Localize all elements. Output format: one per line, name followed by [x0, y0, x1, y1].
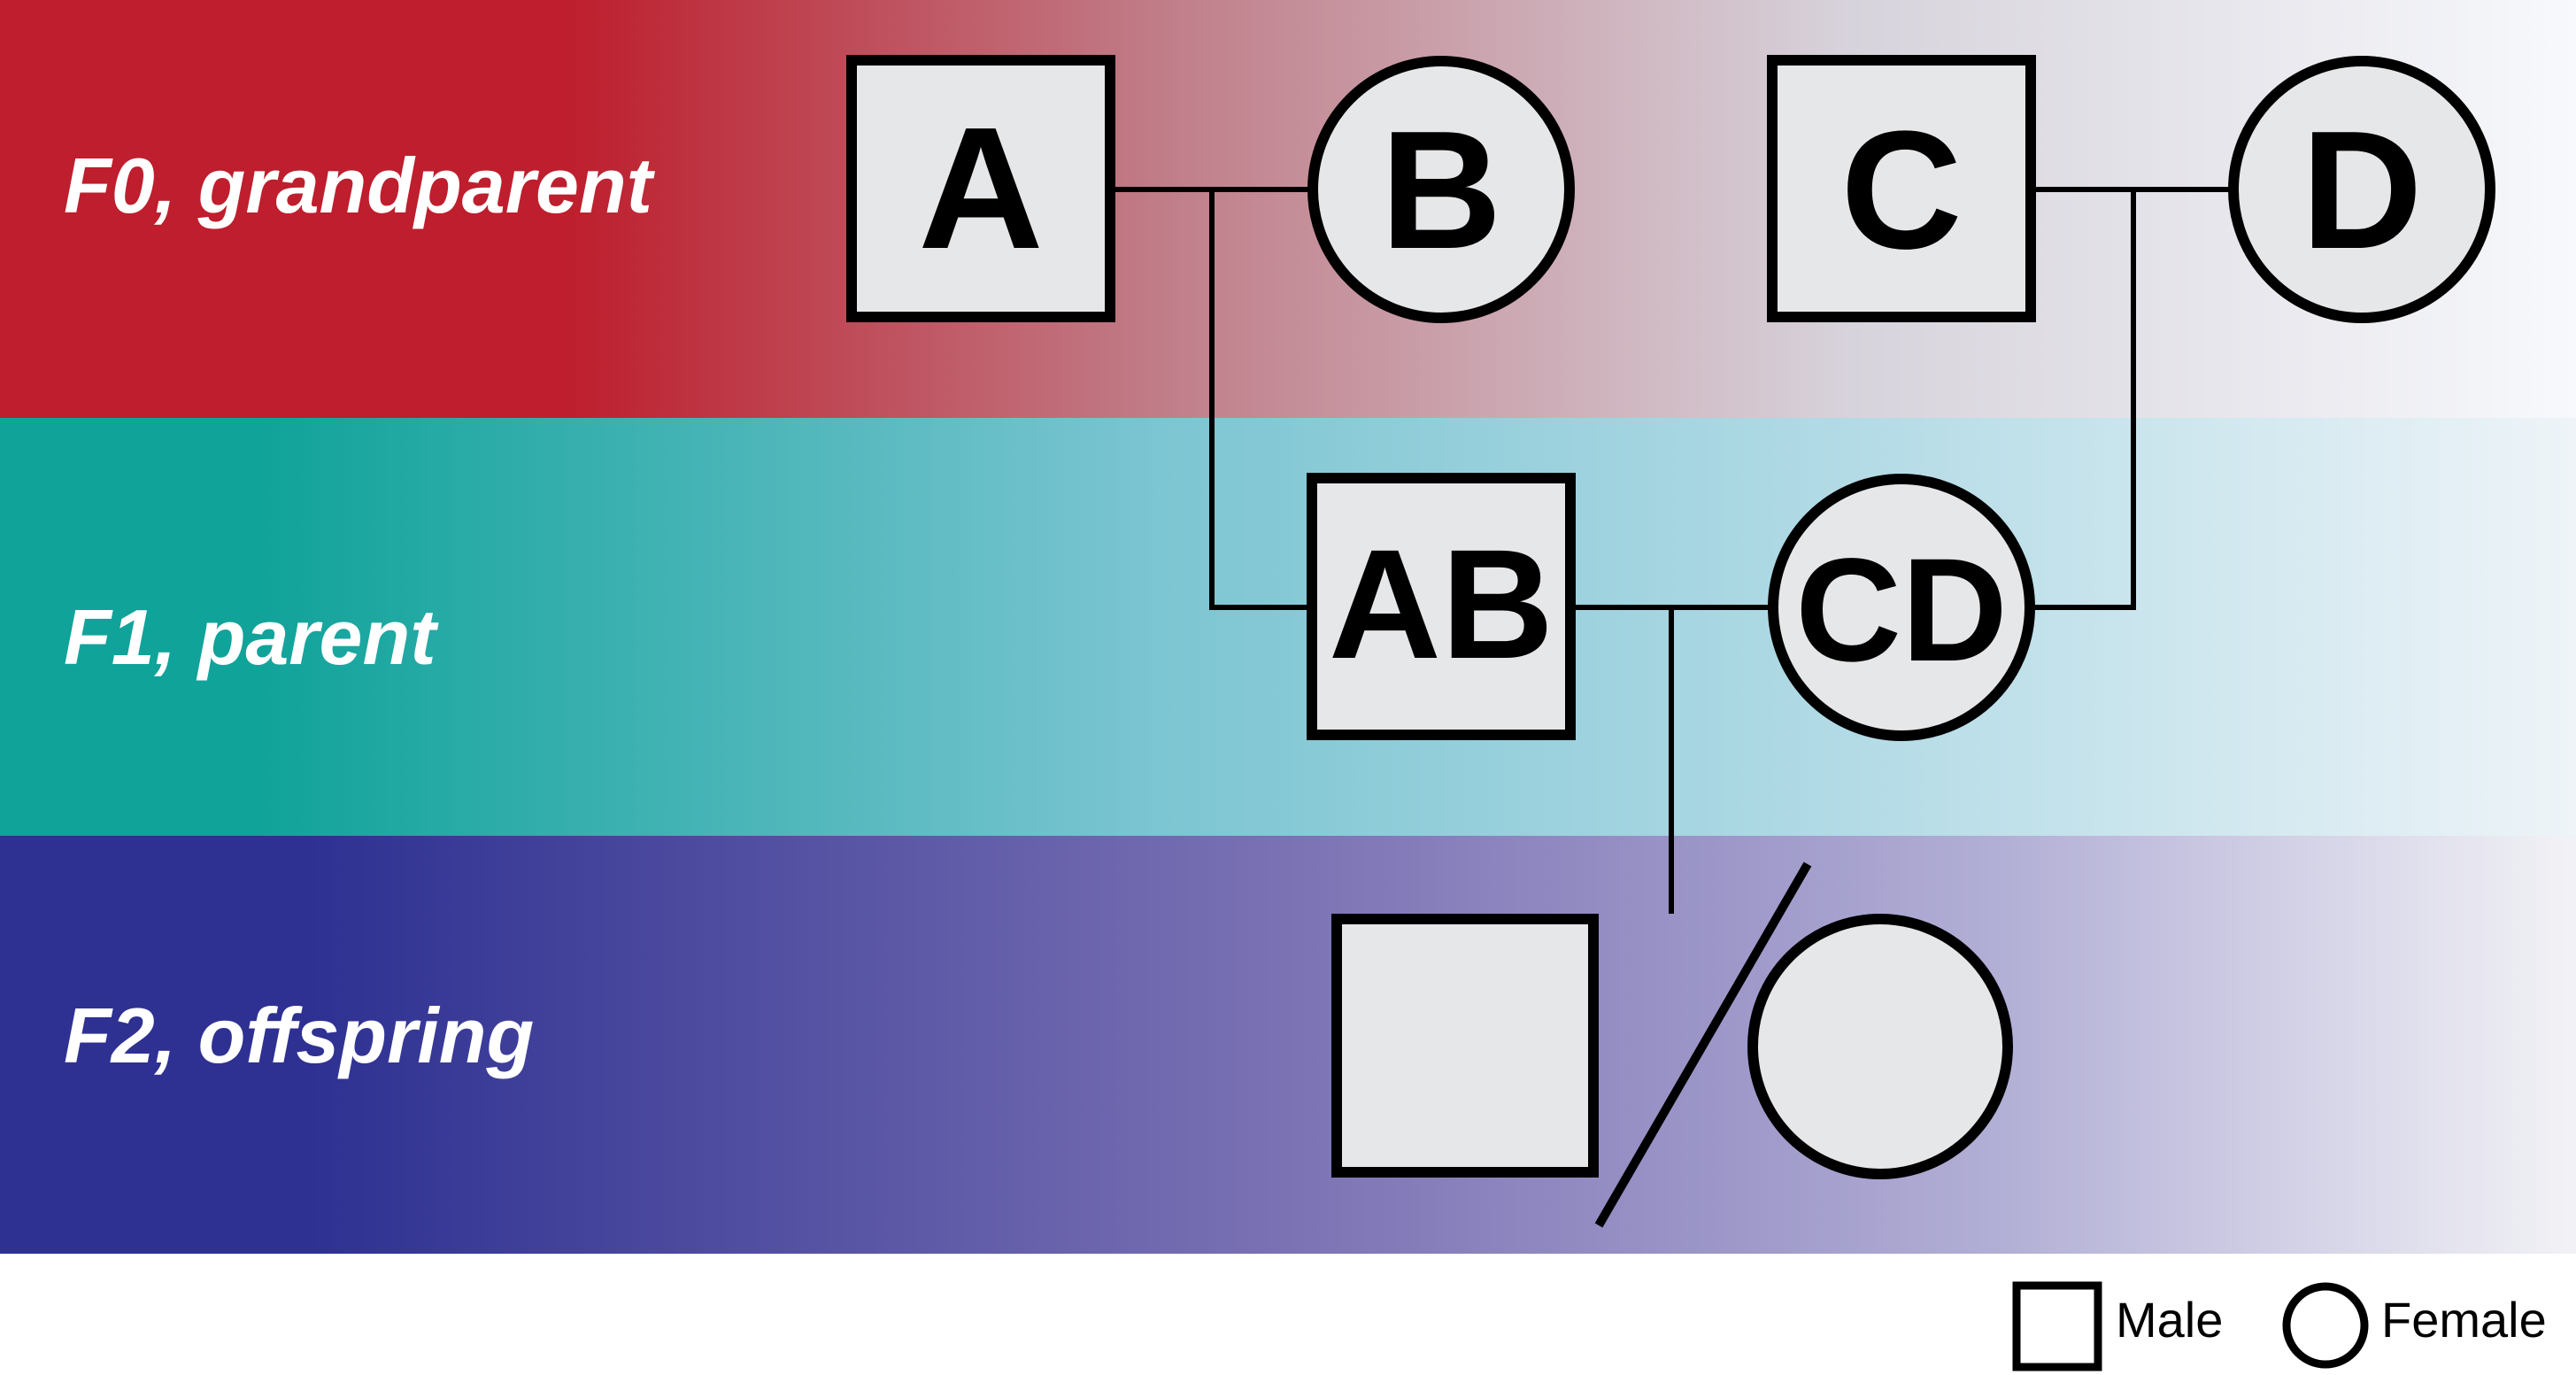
label-D: D [2301, 97, 2422, 284]
label-CD: CD [1795, 529, 2008, 692]
male-square-AB [1307, 473, 1576, 740]
offspring-male [1331, 914, 1599, 1178]
male-square-A [846, 55, 1115, 322]
female-circle-CD [1768, 474, 2035, 741]
female-circle-B [1307, 56, 1575, 323]
band-f2 [0, 836, 2576, 1254]
label-f1: F1, parent [64, 593, 439, 681]
pedigree-lines [1110, 187, 2234, 914]
legend-female-circle-icon [2282, 1282, 2369, 1369]
legend-male-label: Male [2116, 1292, 2223, 1348]
female-circle-offspring [1747, 914, 2013, 1179]
label-f2: F2, offspring [64, 992, 534, 1079]
band-f1 [0, 418, 2576, 836]
male-square-offspring [1331, 914, 1599, 1178]
individual-D: D [2228, 56, 2495, 323]
label-C: C [1840, 97, 1962, 284]
either-or-slash [1594, 861, 1812, 1228]
legend-male-square-icon [2012, 1281, 2102, 1371]
individual-A: A [846, 55, 1115, 322]
band-f0 [0, 0, 2576, 418]
offspring-female [1747, 914, 2013, 1179]
legend: Male Female [2012, 1281, 2547, 1371]
individual-CD: CD [1768, 474, 2035, 741]
label-A: A [918, 91, 1044, 285]
male-square-C [1767, 55, 2036, 322]
female-circle-D [2228, 56, 2495, 323]
individual-AB: AB [1307, 473, 1576, 740]
label-f0: F0, grandparent [64, 142, 656, 229]
label-B: B [1380, 97, 1501, 284]
label-AB: AB [1329, 518, 1554, 691]
individual-C: C [1767, 55, 2036, 322]
legend-female-label: Female [2381, 1292, 2547, 1348]
individual-B: B [1307, 56, 1575, 323]
